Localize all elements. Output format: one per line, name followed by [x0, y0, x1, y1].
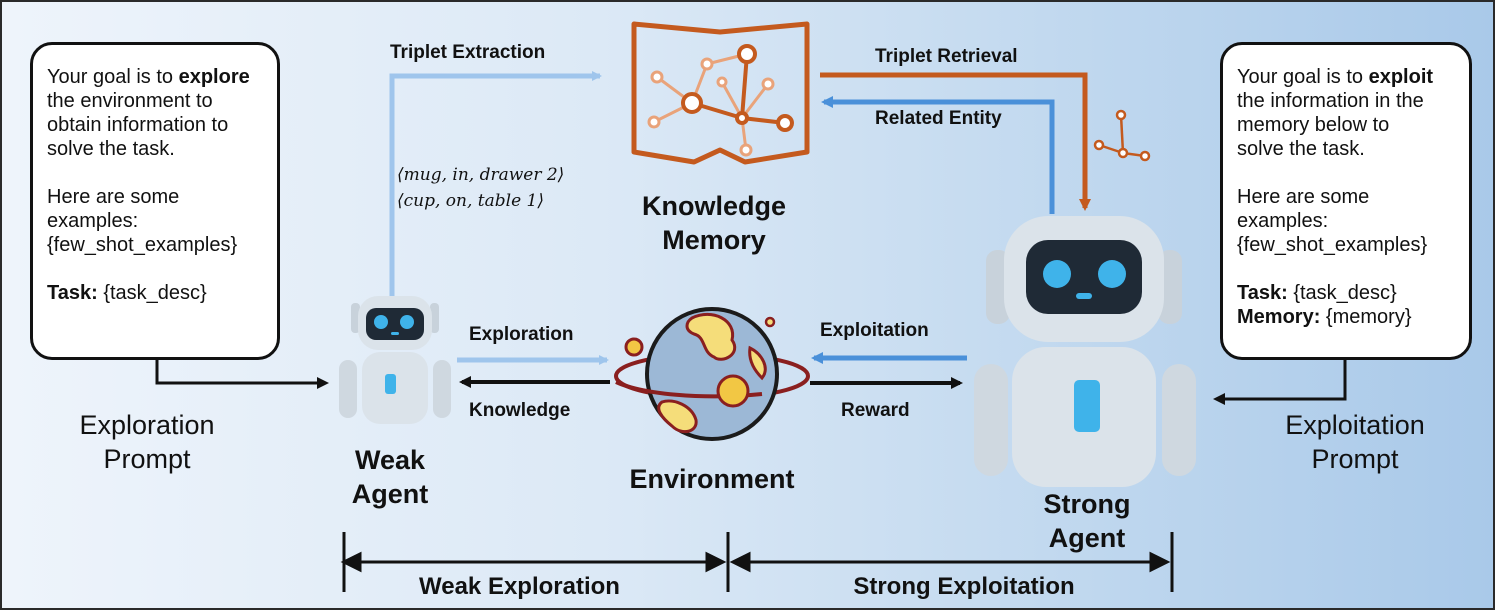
exploitation-prompt-connector — [1213, 360, 1347, 405]
exploit-line: memory below to — [1237, 114, 1390, 136]
environment-title: Environment — [629, 464, 795, 494]
exploitation-prompt-box: Your goal is to exploit the information … — [1220, 42, 1472, 360]
exploit-line: Here are some — [1237, 186, 1370, 208]
exploit-line: solve the task. — [1237, 138, 1365, 160]
exploration-prompt-caption: Exploration Prompt — [42, 408, 252, 476]
title-line: Strong — [1043, 489, 1131, 519]
weak-exploration-bracket — [340, 532, 730, 592]
weak-exploration-label: Weak Exploration — [419, 573, 620, 600]
explore-keyword: explore — [178, 66, 250, 88]
exploit-line: examples: — [1237, 210, 1329, 232]
explore-line: obtain information to — [47, 114, 229, 136]
strong-exploitation-label: Strong Exploitation — [853, 573, 1075, 600]
exploitation-label: Exploitation — [820, 320, 929, 341]
strong-agent-title: Strong Agent — [1007, 487, 1167, 555]
exploit-line: the information in the — [1237, 90, 1424, 112]
strong-exploitation-bracket — [729, 532, 1174, 592]
title-line: Agent — [1048, 523, 1126, 553]
related-entity-arrow — [821, 96, 1055, 214]
caption-line: Prompt — [1311, 444, 1399, 474]
title-line: Memory — [662, 225, 766, 255]
exploit-line: {few_shot_examples} — [1237, 234, 1428, 256]
task-key: Task: — [47, 282, 98, 304]
triplet-extraction-label: Triplet Extraction — [390, 42, 546, 63]
explore-line: {few_shot_examples} — [47, 234, 238, 256]
task-key: Task: — [1237, 282, 1288, 304]
weak-agent-title: Weak Agent — [310, 443, 470, 511]
related-entity-label: Related Entity — [875, 108, 1002, 129]
triplet-retrieval-arrow — [820, 72, 1091, 211]
task-value: {task_desc} — [97, 282, 207, 304]
knowledge-label: Knowledge — [469, 400, 571, 421]
exploit-intro-text: Your goal is to — [1237, 66, 1369, 88]
caption-line: Prompt — [103, 444, 191, 474]
triplet-examples: ⟨mug, in, drawer 2⟩ ⟨cup, on, table 1⟩ — [397, 162, 564, 214]
reward-label: Reward — [841, 400, 910, 421]
triplet-item: ⟨mug, in, drawer 2⟩ — [397, 165, 565, 185]
triplet-retrieval-label: Triplet Retrieval — [875, 46, 1018, 67]
memory-key: Memory: — [1237, 306, 1321, 328]
exploration-label: Exploration — [469, 324, 574, 345]
task-value: {task_desc} — [1287, 282, 1397, 304]
memory-value: {memory} — [1320, 306, 1412, 328]
explore-line: Here are some — [47, 186, 180, 208]
title-line: Agent — [351, 479, 429, 509]
explore-line: the environment to — [47, 90, 213, 112]
exploitation-prompt-caption: Exploitation Prompt — [1245, 408, 1465, 476]
knowledge-memory-title: Knowledge Memory — [614, 189, 814, 257]
title-line: Weak — [354, 445, 426, 475]
triplet-extraction-arrow — [389, 71, 602, 297]
triplet-item: ⟨cup, on, table 1⟩ — [397, 191, 544, 211]
explore-line: examples: — [47, 210, 139, 232]
exploration-prompt-connector — [155, 360, 329, 389]
caption-line: Exploitation — [1285, 410, 1425, 440]
title-line: Knowledge — [641, 191, 786, 221]
exploit-keyword: exploit — [1368, 66, 1434, 88]
explore-line: solve the task. — [47, 138, 175, 160]
caption-line: Exploration — [79, 410, 215, 440]
exploration-prompt-box: Your goal is to explore the environment … — [30, 42, 280, 360]
explore-intro-text: Your goal is to — [47, 66, 179, 88]
